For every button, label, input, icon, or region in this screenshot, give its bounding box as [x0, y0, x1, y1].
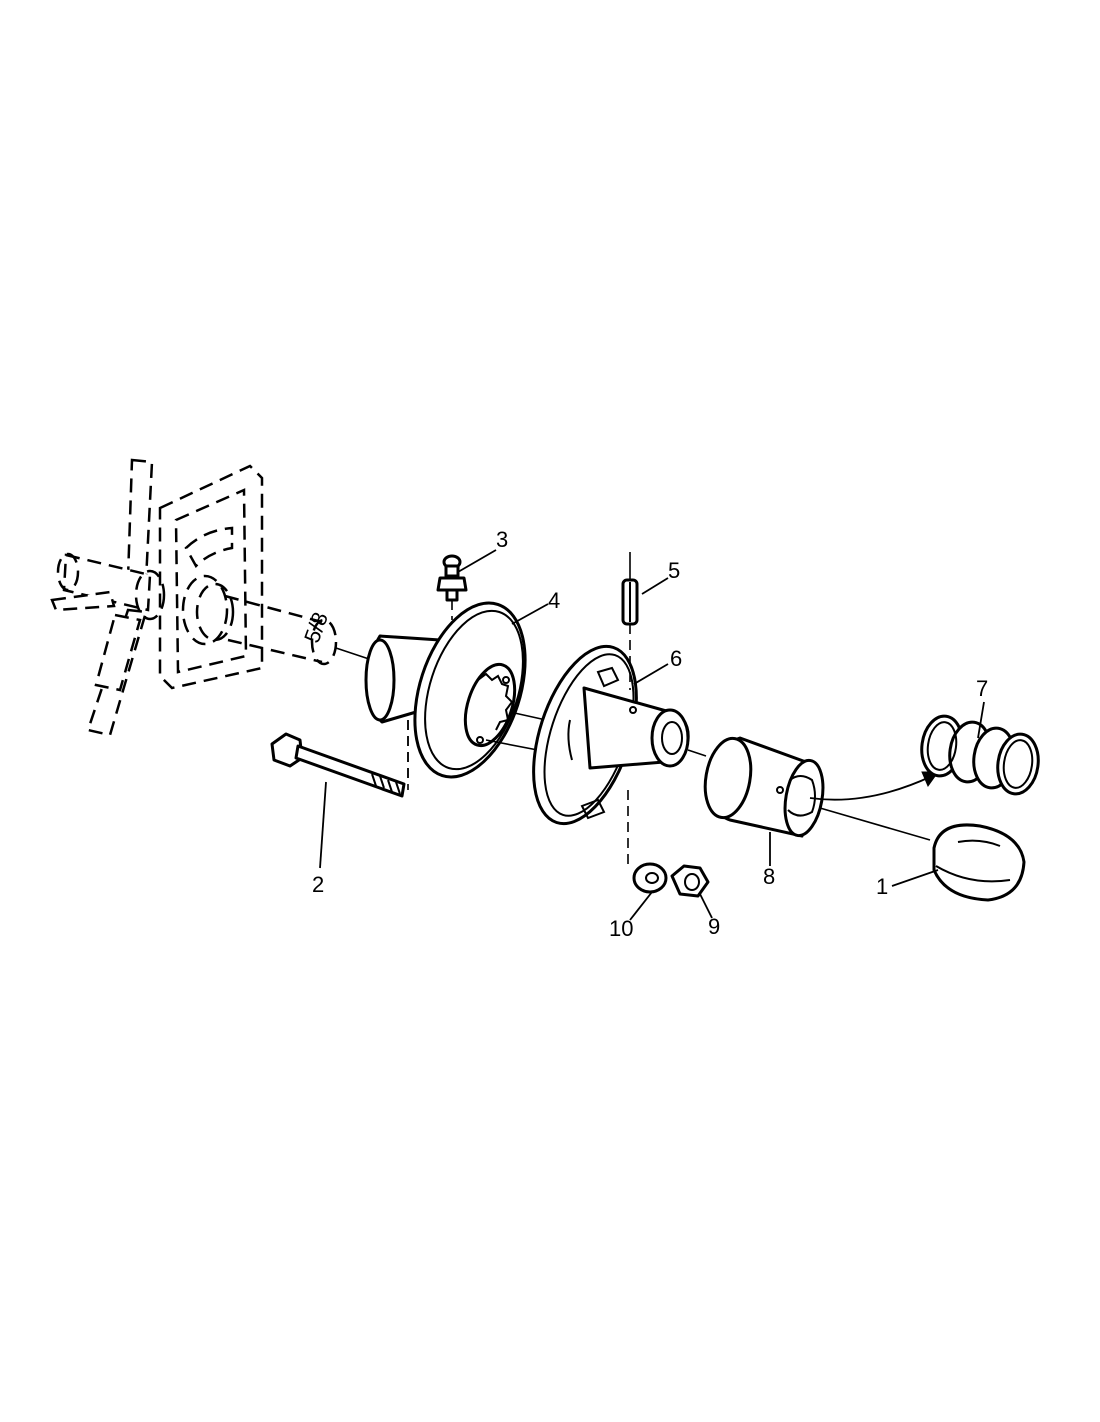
flat-washer [632, 862, 668, 894]
callout-9: 9 [708, 914, 720, 939]
callout-8: 8 [763, 864, 775, 889]
svg-text:5/8: 5/8 [299, 609, 333, 646]
centerline [509, 711, 547, 721]
centerline [335, 647, 373, 661]
leader-lines [319, 549, 985, 921]
callout-7: 7 [976, 676, 988, 701]
phantom-mounting-assembly: 5/8 [50, 458, 338, 737]
callout-5: 5 [668, 558, 680, 583]
assembly-arrow [809, 775, 933, 801]
hex-nut [670, 864, 710, 898]
centerline [687, 749, 707, 757]
flanged-coupler [532, 644, 690, 826]
coil-spring [920, 714, 1040, 796]
grease-fitting [436, 554, 468, 602]
sleeve [703, 736, 825, 838]
callout-labels: 3 4 5 6 7 2 8 1 10 9 [312, 527, 988, 941]
callout-1: 1 [876, 874, 888, 899]
end-cap [932, 823, 1026, 902]
callout-3: 3 [496, 527, 508, 552]
callout-2: 2 [312, 872, 324, 897]
callout-4: 4 [548, 588, 560, 613]
callout-10: 10 [609, 916, 633, 941]
centerline [819, 807, 931, 841]
hub-with-flange [364, 601, 527, 779]
hex-bolt [270, 732, 406, 798]
callout-6: 6 [670, 646, 682, 671]
roll-pin [621, 578, 639, 626]
